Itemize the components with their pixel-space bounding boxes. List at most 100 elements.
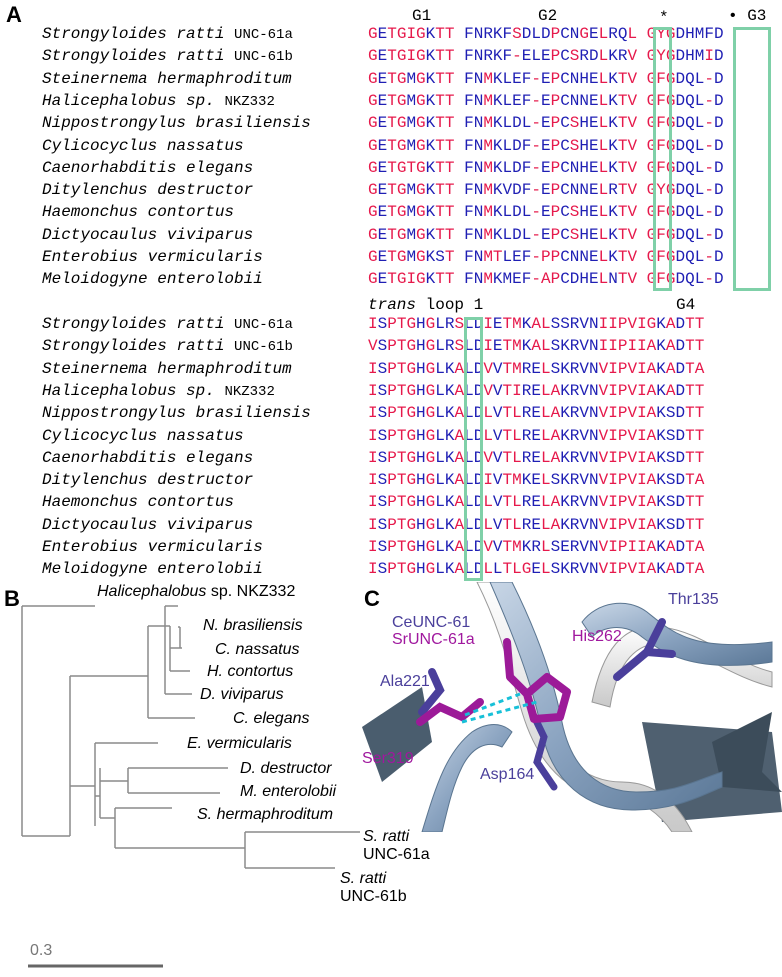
residue: G (416, 114, 426, 133)
residue: G (368, 158, 378, 177)
residue: V (598, 515, 609, 534)
residue: L (464, 359, 474, 378)
residue: - (531, 136, 541, 155)
sequence-row: ISPTGHGLKALDLLTLGELSKRVNVIPVIAKADTA (368, 560, 704, 578)
residue: H (416, 337, 426, 356)
residue: Q (685, 203, 695, 222)
tree-leaf-strain: UNC-61a (363, 846, 430, 863)
residue: A (531, 337, 541, 356)
residue: T (387, 91, 397, 110)
residue: V (579, 560, 590, 579)
tree-leaf-name: C. nassatus (215, 641, 300, 658)
residue: I (512, 381, 522, 400)
residue: R (569, 337, 580, 356)
residue: A (646, 359, 657, 378)
residue: H (416, 471, 426, 490)
residue: G (416, 69, 426, 88)
residue: V (492, 404, 503, 423)
residue: K (560, 448, 570, 467)
residue: D (713, 181, 724, 200)
residue: V (492, 359, 503, 378)
residue: I (608, 471, 618, 490)
residue: T (694, 381, 705, 400)
residue: V (627, 315, 638, 333)
residue (454, 181, 464, 199)
residue: I (368, 560, 378, 579)
residue: M (512, 337, 522, 356)
tree-leaf-label: Halicephalobus sp. NKZ332 (97, 583, 295, 601)
residue: G (416, 136, 426, 155)
residue: T (617, 181, 628, 200)
residue: D (473, 538, 484, 556)
residue: L (598, 181, 609, 200)
residue: V (627, 136, 638, 155)
residue: P (387, 493, 397, 512)
residue: F (656, 203, 666, 222)
residue: P (387, 337, 397, 356)
residue: V (483, 448, 493, 467)
residue: M (483, 114, 493, 133)
residue: I (608, 404, 618, 423)
residue: F (464, 225, 474, 244)
residue: T (694, 448, 705, 467)
residue: A (550, 493, 561, 512)
tree-leaf-name: M. enterolobii (240, 783, 337, 800)
residue: G (416, 248, 426, 266)
residue: N (473, 69, 484, 88)
residue: F (502, 47, 513, 66)
species-label: Enterobius vermicularis (42, 248, 263, 266)
residue: S (569, 136, 580, 155)
residue: G (416, 181, 426, 200)
residue: E (377, 114, 388, 133)
residue: M (483, 69, 493, 88)
residue: N (589, 471, 599, 490)
residue: S (377, 359, 388, 378)
residue: S (550, 538, 561, 556)
residue: R (521, 426, 532, 445)
residue: N (589, 315, 599, 333)
residue: I (637, 493, 647, 512)
residue: C (560, 25, 570, 43)
residue: G (406, 337, 417, 356)
residue: N (579, 181, 590, 200)
residue: K (560, 515, 570, 534)
residue: L (435, 337, 445, 356)
residue: A (454, 471, 465, 490)
residue: F (521, 136, 532, 155)
residue: K (444, 404, 455, 423)
residue: R (444, 315, 455, 333)
residue: K (444, 359, 455, 378)
residue: P (617, 359, 628, 378)
residue: T (396, 404, 407, 423)
residue: H (685, 25, 695, 43)
residue: L (598, 203, 609, 222)
residue: F (656, 136, 666, 155)
tree-leaf-label: M. enterolobii (240, 783, 336, 801)
residue: T (502, 315, 513, 333)
residue: L (540, 359, 551, 378)
residue: E (540, 69, 551, 88)
residue: V (492, 381, 503, 400)
residue: - (704, 181, 714, 200)
residue: I (406, 270, 417, 289)
trans-loop-text: loop 1 (416, 296, 484, 314)
residue: T (502, 471, 513, 490)
residue: E (512, 91, 522, 110)
residue: D (713, 114, 724, 133)
residue: K (444, 515, 455, 534)
residue: N (569, 25, 580, 43)
residue: M (406, 248, 417, 266)
residue: R (569, 560, 580, 579)
residue: K (608, 47, 618, 66)
residue: I (598, 315, 609, 333)
residue: K (608, 91, 618, 110)
residue: - (531, 91, 541, 110)
residue: L (483, 426, 493, 445)
residue: L (435, 493, 445, 512)
residue: K (656, 560, 666, 579)
residue: E (589, 158, 599, 177)
residue: T (435, 225, 445, 244)
residue: T (444, 270, 455, 289)
residue: K (521, 538, 532, 556)
label-thr135: Thr135 (668, 591, 719, 608)
